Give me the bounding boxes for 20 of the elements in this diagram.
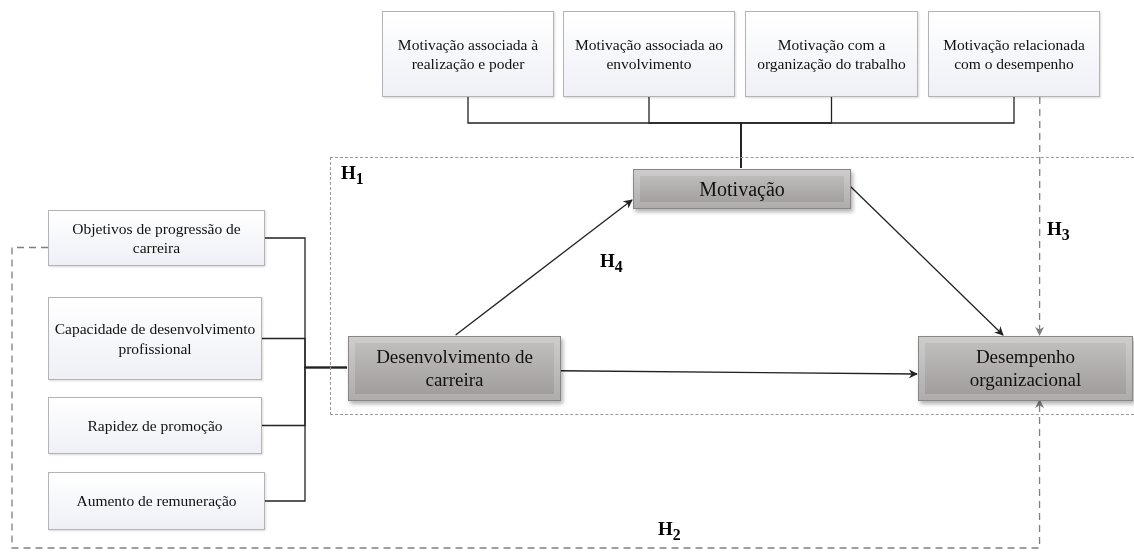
dimension-box: Aumento de remuneração [48, 472, 265, 530]
dimension-box: Motivação relacionada com o desempenho [928, 11, 1100, 97]
arrow [11, 246, 1045, 549]
dimension-box: Rapidez de promoção [48, 397, 262, 454]
connector-line [740, 96, 1015, 169]
dimension-box: Objetivos de progressão de carreira [48, 210, 265, 266]
arrow [559, 369, 918, 379]
dimension-box: Motivação associada ao envolvimento [563, 11, 735, 97]
arrow [849, 185, 1004, 336]
construct-box: Desempenho organizacional [918, 336, 1133, 401]
construct-box: Desenvolvimento de carreira [348, 336, 561, 401]
dashed-region [330, 157, 1134, 415]
dimension-box: Motivação associada à realização e poder [382, 11, 554, 97]
hypothesis-label: H$_{1}$ [341, 162, 364, 188]
construct-box: Motivação [633, 169, 851, 209]
dimension-box: Motivação com a organização do trabalho [745, 11, 918, 97]
dimension-box: Capacidade de desenvolvimento profissional [48, 297, 262, 380]
arrow [455, 199, 633, 336]
connector-line [264, 366, 348, 502]
arrow [1035, 96, 1045, 336]
